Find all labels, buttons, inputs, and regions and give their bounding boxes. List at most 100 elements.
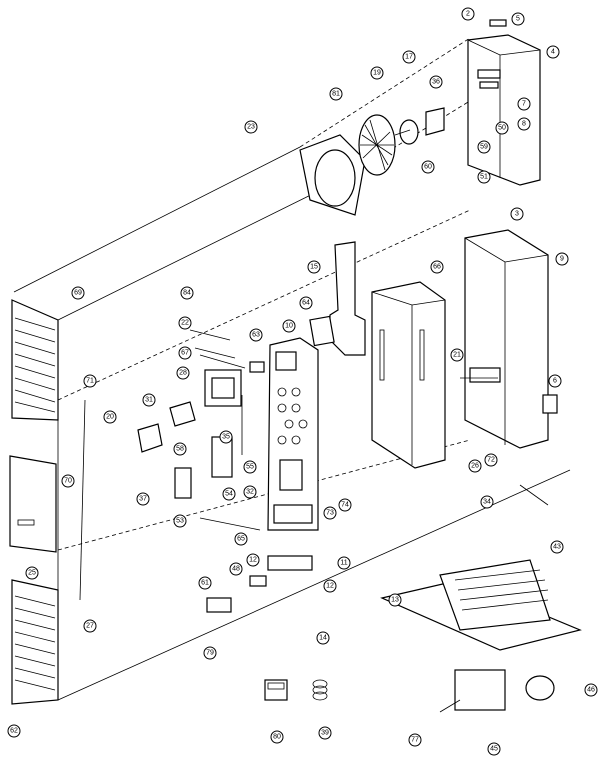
callout-43: 43 xyxy=(550,540,564,554)
svg-text:32: 32 xyxy=(246,489,254,496)
svg-text:8: 8 xyxy=(522,121,526,128)
callout-13: 13 xyxy=(388,593,402,607)
callout-34: 34 xyxy=(480,495,494,509)
svg-text:84: 84 xyxy=(183,290,191,297)
svg-text:15: 15 xyxy=(310,264,318,271)
svg-text:4: 4 xyxy=(551,49,555,56)
callout-51: 51 xyxy=(477,170,491,184)
callout-70: 70 xyxy=(61,474,75,488)
svg-text:53: 53 xyxy=(176,518,184,525)
svg-text:67: 67 xyxy=(181,350,189,357)
callout-55: 55 xyxy=(243,460,257,474)
callout-11: 11 xyxy=(337,556,351,570)
callout-14: 14 xyxy=(316,631,330,645)
svg-text:22: 22 xyxy=(181,320,189,327)
callout-labels: 2 5 4 17 36 7 8 50 19 81 23 59 60 51 3 9… xyxy=(7,7,598,756)
callout-63: 63 xyxy=(249,328,263,342)
svg-text:28: 28 xyxy=(179,370,187,377)
callout-32: 32 xyxy=(243,485,257,499)
svg-text:51: 51 xyxy=(480,174,488,181)
svg-text:77: 77 xyxy=(411,737,419,744)
callout-73: 73 xyxy=(323,506,337,520)
svg-text:50: 50 xyxy=(498,125,506,132)
callout-66: 66 xyxy=(430,260,444,274)
callout-35: 35 xyxy=(219,430,233,444)
callout-4: 4 xyxy=(546,45,560,59)
svg-text:2: 2 xyxy=(466,11,470,18)
callout-7: 7 xyxy=(517,97,531,111)
callout-79: 79 xyxy=(203,646,217,660)
callout-62: 62 xyxy=(7,724,21,738)
svg-text:79: 79 xyxy=(206,650,214,657)
callout-74: 74 xyxy=(338,498,352,512)
callout-45: 45 xyxy=(487,742,501,756)
svg-text:39: 39 xyxy=(321,730,329,737)
callout-71: 71 xyxy=(83,374,97,388)
callout-64: 64 xyxy=(299,296,313,310)
svg-text:23: 23 xyxy=(247,124,255,131)
spring-coil xyxy=(312,679,328,701)
svg-text:7: 7 xyxy=(522,101,526,108)
svg-text:66: 66 xyxy=(433,264,441,271)
bottom-items xyxy=(264,679,328,701)
callout-81: 81 xyxy=(329,87,343,101)
callout-12a: 12 xyxy=(246,553,260,567)
callout-17: 17 xyxy=(402,50,416,64)
callout-39: 39 xyxy=(318,726,332,740)
svg-text:70: 70 xyxy=(64,478,72,485)
callout-61: 61 xyxy=(198,576,212,590)
svg-text:17: 17 xyxy=(405,54,413,61)
callout-58: 58 xyxy=(173,442,187,456)
svg-text:27: 27 xyxy=(86,623,94,630)
svg-text:31: 31 xyxy=(145,397,153,404)
svg-text:26: 26 xyxy=(471,463,479,470)
callout-60: 60 xyxy=(421,160,435,174)
svg-text:64: 64 xyxy=(302,300,310,307)
svg-text:45: 45 xyxy=(490,746,498,753)
callout-59: 59 xyxy=(477,140,491,154)
callout-22: 22 xyxy=(178,316,192,330)
svg-text:10: 10 xyxy=(285,323,293,330)
svg-text:46: 46 xyxy=(587,687,595,694)
svg-text:59: 59 xyxy=(480,144,488,151)
svg-text:21: 21 xyxy=(453,352,461,359)
callout-26: 26 xyxy=(468,459,482,473)
small-parts xyxy=(79,329,313,613)
callout-2: 2 xyxy=(461,7,475,21)
callout-31: 31 xyxy=(142,393,156,407)
svg-text:72: 72 xyxy=(487,457,495,464)
svg-text:55: 55 xyxy=(246,464,254,471)
blower-wheel xyxy=(358,114,396,176)
callout-65: 65 xyxy=(234,532,248,546)
callout-6: 6 xyxy=(548,374,562,388)
callout-36: 36 xyxy=(429,75,443,89)
svg-text:25: 25 xyxy=(28,570,36,577)
svg-text:34: 34 xyxy=(483,499,491,506)
callout-9: 9 xyxy=(555,252,569,266)
callout-48: 48 xyxy=(229,562,243,576)
callout-54: 54 xyxy=(222,487,236,501)
callout-27: 27 xyxy=(83,619,97,633)
svg-text:58: 58 xyxy=(176,446,184,453)
callout-80: 80 xyxy=(270,730,284,744)
svg-text:63: 63 xyxy=(252,332,260,339)
svg-text:14: 14 xyxy=(319,635,327,642)
callout-10: 10 xyxy=(282,319,296,333)
svg-text:60: 60 xyxy=(424,164,432,171)
callout-25: 25 xyxy=(25,566,39,580)
callout-21: 21 xyxy=(450,348,464,362)
svg-text:5: 5 xyxy=(516,16,520,23)
svg-text:37: 37 xyxy=(139,496,147,503)
burner-assembly xyxy=(380,484,582,713)
part-5-plate xyxy=(489,19,507,27)
callout-19: 19 xyxy=(370,66,384,80)
callout-28: 28 xyxy=(176,366,190,380)
svg-text:19: 19 xyxy=(373,70,381,77)
svg-text:54: 54 xyxy=(225,491,233,498)
svg-text:36: 36 xyxy=(432,79,440,86)
door-panel xyxy=(9,455,57,553)
callout-8: 8 xyxy=(517,117,531,131)
svg-text:81: 81 xyxy=(332,91,340,98)
svg-text:74: 74 xyxy=(341,502,349,509)
